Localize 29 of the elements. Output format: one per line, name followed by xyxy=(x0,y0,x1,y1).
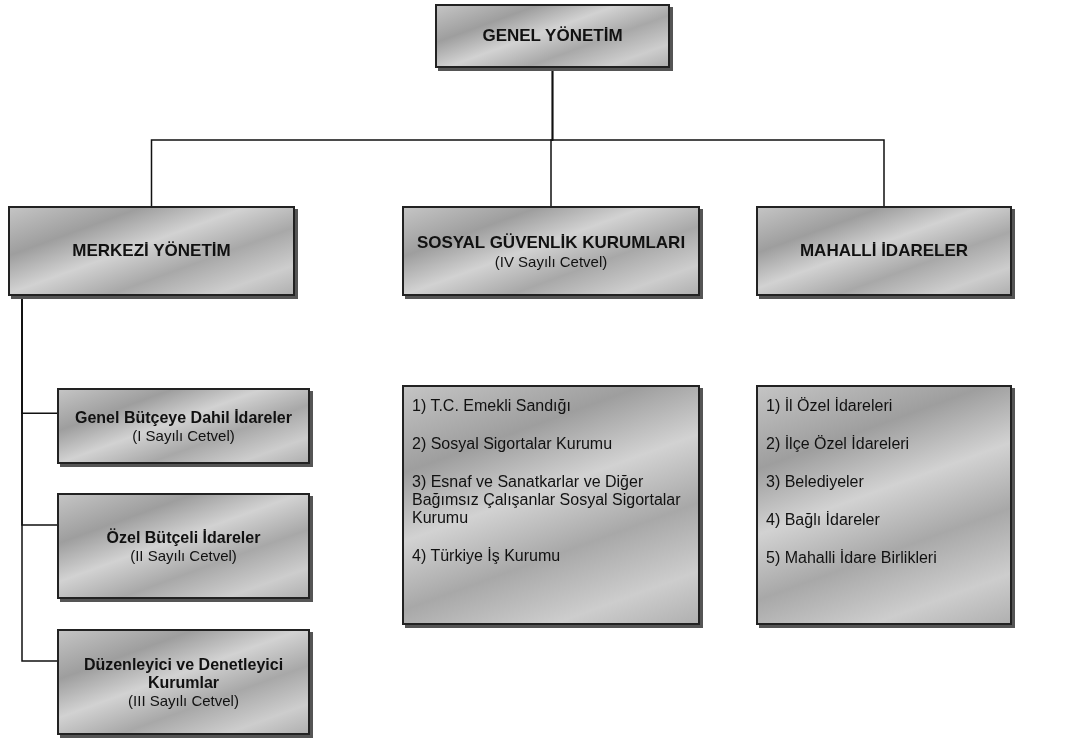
list-box xyxy=(756,385,1012,625)
unit-box xyxy=(57,493,310,599)
list-item: 1) İl Özel İdareleri xyxy=(766,397,893,415)
header-box xyxy=(8,206,295,296)
subtitle: (III Sayılı Cetvel) xyxy=(128,691,239,709)
header-box xyxy=(435,4,670,68)
list-item: 5) Mahalli İdare Birlikleri xyxy=(766,549,937,567)
list-box xyxy=(402,385,700,625)
subtitle: (I Sayılı Cetvel) xyxy=(132,426,235,444)
subtitle: (II Sayılı Cetvel) xyxy=(130,546,237,564)
list-item: 2) Sosyal Sigortalar Kurumu xyxy=(412,435,613,453)
title: Özel Bütçeli İdareler xyxy=(106,528,261,547)
list-item: 4) Türkiye İş Kurumu xyxy=(412,547,561,565)
title: Genel Bütçeye Dahil İdareler xyxy=(75,408,292,427)
header-box xyxy=(402,206,700,296)
title: SOSYAL GÜVENLİK KURUMLARI xyxy=(416,232,686,253)
subtitle: (IV Sayılı Cetvel) xyxy=(494,252,608,270)
list-item: 1) T.C. Emekli Sandığı xyxy=(412,397,571,415)
title: GENEL YÖNETİM xyxy=(482,26,623,46)
unit-box xyxy=(57,629,310,735)
title: Düzenleyici ve Denetleyici Kurumlar xyxy=(82,655,285,692)
list-item: 3) Belediyeler xyxy=(766,473,864,491)
title: MAHALLİ İDARELER xyxy=(799,241,969,261)
header-box xyxy=(756,206,1012,296)
list-item: 2) İlçe Özel İdareleri xyxy=(766,435,910,453)
list-item: 3) Esnaf ve Sanatkarlar ve Diğer Bağımsız Çalışanlar Sosyal Sigortalar Kurumu xyxy=(412,473,682,527)
list-item: 4) Bağlı İdareler xyxy=(766,511,880,529)
title: MERKEZİ YÖNETİM xyxy=(72,241,231,261)
unit-box xyxy=(57,388,310,464)
